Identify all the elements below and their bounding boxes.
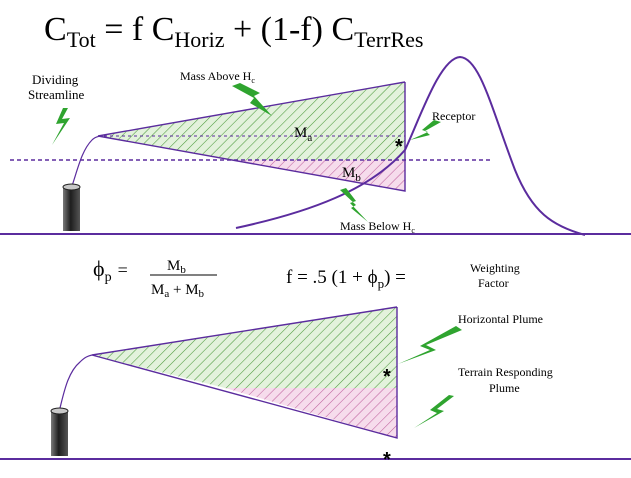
terrain-plume-label: Terrain Responding Plume [458, 365, 556, 395]
phi-lhs: ϕp = [93, 256, 128, 285]
receptor-label: Receptor [432, 109, 475, 123]
num-m: M [167, 258, 180, 274]
ma-text: M [294, 125, 307, 141]
mb-sub: b [355, 172, 361, 184]
stack-icon [62, 183, 81, 231]
mb-text: M [342, 165, 355, 181]
horizontal-plume-region [92, 307, 397, 388]
bottom-plume-outline [91, 306, 398, 439]
mass-above-region [98, 82, 405, 160]
mass-above-sub: c [251, 76, 255, 85]
stack-icon [50, 407, 69, 456]
title-c: C [44, 11, 67, 48]
concentration-curve [235, 55, 586, 236]
den-ma-sub: a [164, 288, 169, 300]
num-sub: b [180, 264, 186, 276]
weighting-line2: Factor [478, 276, 509, 290]
dividing-streamline-label: Dividing Streamline [28, 72, 85, 102]
bottom-panel: * * Horizontal Plume Terrain Responding … [0, 306, 631, 471]
terrain-plume-line2: Plume [489, 381, 520, 395]
weighting-line1: Weighting [470, 261, 520, 275]
lightning-bolt-icon [398, 326, 462, 364]
ma-label: Ma [294, 125, 312, 144]
title-eq: = f C [96, 11, 175, 48]
horizontal-plume-label: Horizontal Plume [458, 312, 543, 326]
title-plus: + (1-f) C [224, 11, 354, 48]
den-mb-sub: b [199, 288, 205, 300]
title-tot-sub: Tot [67, 27, 96, 52]
f-formula: f = .5 (1 + ϕp) = [286, 267, 406, 291]
terrain-plume-region [225, 388, 397, 438]
equation-title: CTot = f CHoriz + (1-f) CTerrRes [44, 11, 423, 52]
top-panel: Dividing Streamline Mass Above Hc Ma Mb … [0, 55, 631, 236]
lightning-bolt-icon [410, 120, 441, 140]
phi-equals: = [118, 260, 128, 280]
ma-sub: a [307, 132, 312, 144]
den-plus: + M [169, 282, 198, 298]
title-horiz-sub: Horiz [174, 27, 224, 52]
mass-below-sub: c [411, 226, 415, 235]
terrain-plume-receptor: * [383, 449, 391, 471]
lightning-bolt-icon [232, 83, 272, 116]
receptor-marker: * [395, 136, 403, 158]
fraction-denominator: Ma + Mb [151, 282, 205, 300]
lightning-bolt-icon [340, 188, 368, 222]
mass-above-text: Mass Above H [180, 69, 252, 83]
mass-above-label: Mass Above Hc [180, 69, 255, 85]
dividing-streamline-line2: Streamline [28, 87, 85, 102]
bottom-emission-wisp [59, 354, 93, 409]
lightning-bolt-icon [414, 395, 454, 428]
lightning-bolt-icon [52, 108, 70, 145]
emission-wisp [71, 135, 101, 187]
mb-label: Mb [342, 165, 361, 184]
mass-below-label: Mass Below Hc [340, 219, 415, 235]
horizontal-plume-receptor: * [383, 366, 391, 388]
terrain-plume-line1: Terrain Responding [458, 365, 553, 379]
f-close: ) = [384, 267, 406, 288]
plume-outline [97, 81, 406, 192]
weighting-factor-label: Weighting Factor [470, 261, 523, 290]
mass-below-text: Mass Below H [340, 219, 412, 233]
phi-symbol: ϕ [93, 256, 105, 281]
f-eq: f = .5 (1 + ϕ [286, 267, 378, 288]
dividing-streamline-line1: Dividing [32, 72, 79, 87]
fraction-numerator: Mb [167, 258, 186, 276]
formulas: ϕp= Mb Ma + Mb f = .5 (1 + ϕp) = Weighti… [93, 256, 523, 300]
phi-sub: p [105, 270, 112, 285]
f-sub: p [378, 276, 385, 291]
den-ma: M [151, 282, 164, 298]
title-terrres-sub: TerrRes [354, 27, 423, 52]
